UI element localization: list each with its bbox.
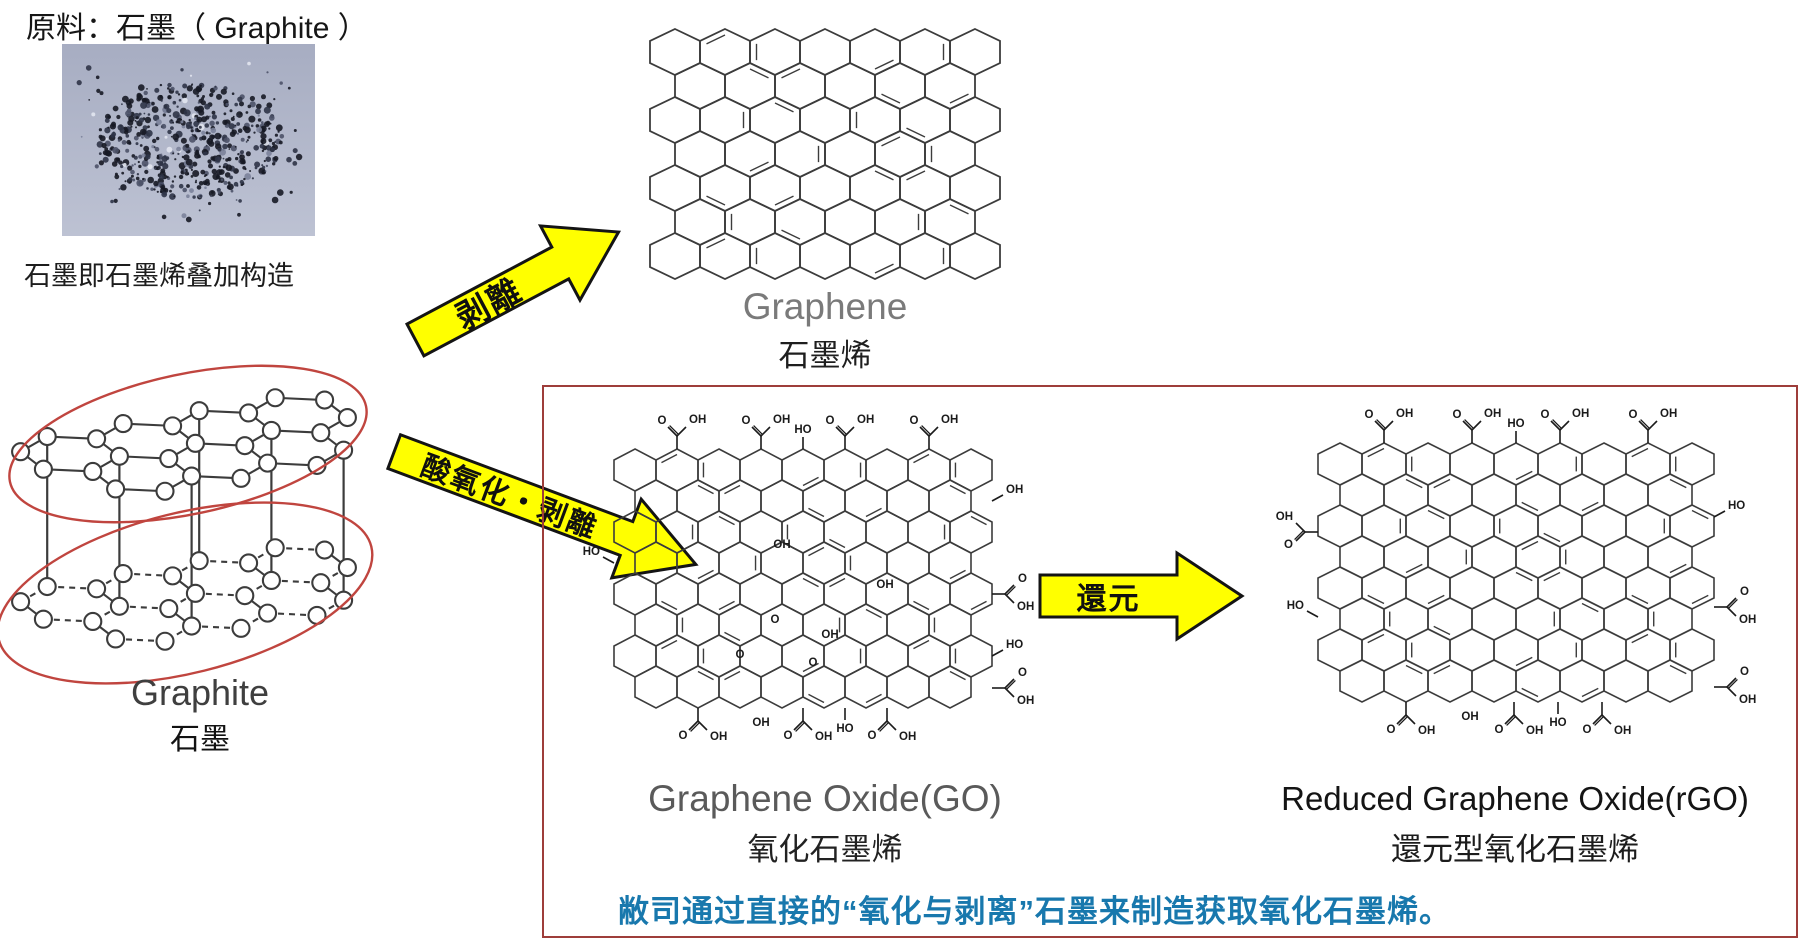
- svg-text:OH: OH: [1017, 695, 1034, 707]
- svg-text:OH: OH: [857, 414, 874, 426]
- graphite-structure: [0, 364, 374, 685]
- svg-text:O: O: [1018, 667, 1027, 679]
- svg-text:OH: OH: [689, 414, 706, 426]
- rgo-label-zh: 還元型氧化石墨烯: [1391, 832, 1639, 867]
- svg-text:HO: HO: [1287, 600, 1304, 612]
- rgo-label-en: Reduced Graphene Oxide(rGO): [1281, 780, 1749, 817]
- svg-text:O: O: [679, 730, 688, 742]
- svg-text:O: O: [868, 730, 877, 742]
- arrow-shape: [404, 224, 622, 358]
- svg-text:OH: OH: [821, 629, 838, 641]
- svg-text:OH: OH: [1660, 408, 1677, 420]
- svg-text:O: O: [1495, 724, 1504, 736]
- svg-text:O: O: [1018, 573, 1027, 585]
- svg-text:O: O: [910, 415, 919, 427]
- red-frame: [542, 385, 1798, 938]
- svg-text:OH: OH: [1739, 614, 1756, 626]
- svg-text:O: O: [771, 614, 780, 626]
- svg-text:O: O: [784, 730, 793, 742]
- arrow-shape: [385, 432, 699, 580]
- svg-text:O: O: [1365, 409, 1374, 421]
- graphene-lattice: [649, 28, 1001, 280]
- graphene-label-zh: 石墨烯: [778, 338, 872, 373]
- note-text: 敝司通过直接的“氧化与剥离”石墨来制造获取氧化石墨烯。: [618, 894, 1451, 929]
- svg-text:HO: HO: [1549, 717, 1566, 729]
- graphite-label-en: Graphite: [130, 672, 270, 713]
- svg-text:OH: OH: [1461, 711, 1478, 723]
- photo-caption: 石墨即石墨烯叠加构造: [24, 261, 294, 291]
- svg-text:OH: OH: [773, 414, 790, 426]
- svg-text:O: O: [1453, 409, 1462, 421]
- svg-text:OH: OH: [1017, 601, 1034, 613]
- rgo-structure: O OH O OH HO O OH O OH O OH HO HO O OH O OH OH O OH HO O OH O OH: [1276, 408, 1757, 737]
- svg-text:HO: HO: [1006, 639, 1023, 651]
- svg-text:OH: OH: [752, 717, 769, 729]
- svg-text:O: O: [1740, 666, 1749, 678]
- arrow-shape: [1038, 550, 1245, 642]
- svg-text:OH: OH: [876, 579, 893, 591]
- svg-text:OH: OH: [1614, 725, 1631, 737]
- svg-text:HO: HO: [794, 424, 811, 436]
- svg-text:OH: OH: [1572, 408, 1589, 420]
- svg-text:O: O: [1284, 539, 1293, 551]
- svg-text:OH: OH: [1396, 408, 1413, 420]
- graphite-label-zh: 石墨: [170, 723, 230, 756]
- svg-text:HO: HO: [1507, 418, 1524, 430]
- svg-text:OH: OH: [1276, 511, 1293, 523]
- svg-text:HO: HO: [1728, 500, 1745, 512]
- svg-text:OH: OH: [773, 539, 790, 551]
- go-label-en: Graphene Oxide(GO): [648, 778, 1002, 819]
- page-title: 原料：石墨（ Graphite ）: [26, 12, 368, 45]
- svg-text:O: O: [1740, 586, 1749, 598]
- graphite-powder-photo: [62, 44, 315, 236]
- svg-text:OH: OH: [1739, 694, 1756, 706]
- svg-text:OH: OH: [1526, 725, 1543, 737]
- go-label-zh: 氧化石墨烯: [747, 832, 903, 867]
- svg-text:O: O: [1583, 724, 1592, 736]
- svg-text:O: O: [826, 415, 835, 427]
- reduction-arrow: 還元: [1036, 548, 1246, 644]
- svg-text:OH: OH: [1484, 408, 1501, 420]
- graphene-label-en: Graphene: [742, 286, 908, 327]
- svg-text:O: O: [736, 649, 745, 661]
- svg-text:O: O: [1541, 409, 1550, 421]
- svg-text:OH: OH: [1418, 725, 1435, 737]
- svg-text:O: O: [742, 415, 751, 427]
- reduction-arrow-label: 還元: [1076, 583, 1141, 616]
- svg-text:OH: OH: [941, 414, 958, 426]
- svg-text:O: O: [1387, 724, 1396, 736]
- svg-text:OH: OH: [710, 731, 727, 743]
- svg-text:HO: HO: [836, 723, 853, 735]
- svg-text:OH: OH: [1006, 484, 1023, 496]
- exfoliation-arrow: 剥離: [389, 188, 644, 384]
- svg-text:O: O: [658, 415, 667, 427]
- acid-oxidation-arrow: 酸氧化・剥離: [374, 405, 717, 610]
- svg-text:O: O: [809, 657, 818, 669]
- svg-text:O: O: [1629, 409, 1638, 421]
- svg-text:OH: OH: [899, 731, 916, 743]
- svg-text:OH: OH: [815, 731, 832, 743]
- svg-text:HO: HO: [583, 546, 600, 558]
